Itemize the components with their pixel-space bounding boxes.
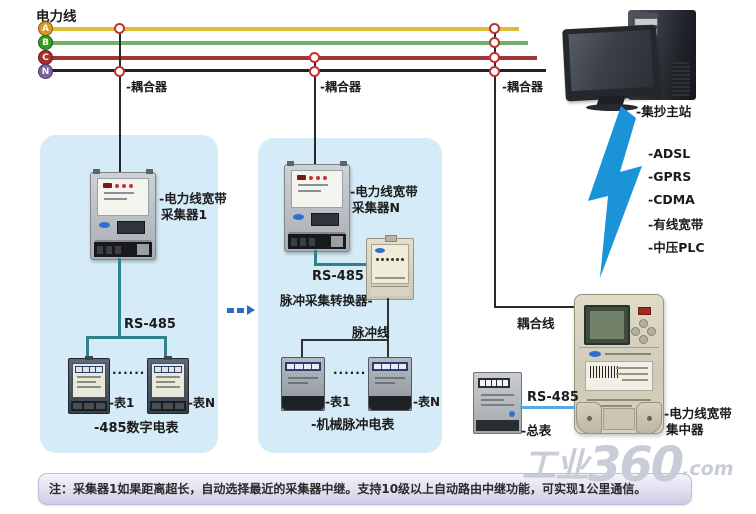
uplink-adsl: -ADSL — [648, 146, 691, 161]
phase-badge-a: A — [38, 21, 53, 36]
collectorN-name-line1: -电力线宽带 — [350, 184, 418, 199]
coupler-ring — [114, 23, 125, 34]
total-meter-device — [473, 372, 522, 434]
coupler2-label: -耦合器 — [320, 80, 361, 94]
middle-panel-caption: -机械脉冲电表 — [311, 418, 395, 433]
coupler1-drop-line — [119, 29, 121, 172]
plc-collector-n-device — [284, 161, 350, 252]
phase-line-b — [50, 41, 528, 45]
lcd-display — [584, 305, 630, 345]
brand-logo-oval — [589, 351, 601, 357]
phase-badge-c: C — [38, 50, 53, 65]
phase-line-a — [50, 27, 519, 31]
lightning-bolt-icon — [588, 106, 642, 278]
phase-badge-b: B — [38, 35, 53, 50]
note-bar: 注：采集器1如果距离超长，自动选择最近的采集器中继。支持10级以上自动路由中继功… — [38, 473, 692, 505]
concentrator-device — [574, 294, 664, 434]
monitor — [562, 24, 660, 102]
concentrator-label-line2: 集中器 — [666, 422, 704, 437]
total-meter-label: -总表 — [521, 423, 552, 438]
coupler-ring — [309, 66, 320, 77]
ellipsis-mid: ...... — [333, 363, 367, 377]
red-button — [638, 307, 651, 315]
rs485-split-line — [86, 336, 167, 339]
coupler-ring — [489, 37, 500, 48]
meter1-label-mid: -表1 — [325, 395, 351, 409]
coupler-ring — [309, 52, 320, 63]
pulse-line-label: 脉冲线 — [352, 325, 390, 340]
coupler1-label: -耦合器 — [126, 80, 167, 94]
arrow-head-icon — [247, 305, 255, 315]
rs485-bus-line — [118, 258, 121, 338]
watermark: 工业360.com — [522, 437, 734, 493]
coupling-line-label: 耦合线 — [517, 316, 555, 331]
pulse-meter-1 — [281, 357, 325, 411]
phase-line-c — [50, 56, 537, 60]
uplink-mv-plc: -中压PLC — [648, 240, 705, 255]
coupler3-drop-line — [494, 29, 496, 308]
uplink-wired-broadband: -有线宽带 — [648, 217, 704, 232]
coupler-ring — [489, 52, 500, 63]
pulse-line — [387, 298, 389, 340]
coupler-ring — [114, 66, 125, 77]
meterN-label-mid: -表N — [413, 395, 441, 409]
brand-logo-oval — [375, 248, 385, 253]
meterN-label-left: -表N — [188, 396, 216, 410]
pulse-converter-device — [366, 235, 414, 300]
barcode — [590, 366, 620, 378]
left-panel-caption: -485数字电表 — [94, 421, 179, 436]
rs485-link-line — [520, 406, 575, 409]
meter1-label-left: -表1 — [109, 396, 135, 410]
rs485-bus-label-mid: RS-485 — [312, 269, 364, 284]
digital-meter-n — [147, 356, 189, 414]
collector1-name-line1: -电力线宽带 — [159, 191, 227, 206]
lcd-display — [311, 213, 339, 226]
phase-line-n — [50, 69, 546, 72]
digital-meter-1 — [68, 356, 110, 414]
coupling-line-horizontal — [494, 306, 576, 308]
concentrator-label-line1: -电力线宽带 — [664, 406, 732, 421]
coupler-ring — [489, 23, 500, 34]
coupler3-label: -耦合器 — [502, 80, 543, 94]
brand-logo-oval — [99, 222, 110, 228]
ellipsis-left: ...... — [112, 363, 146, 377]
rs485-bus-label-left: RS-485 — [124, 317, 176, 332]
brand-logo-oval — [293, 214, 304, 220]
lcd-display — [117, 221, 145, 234]
master-station-label: -集抄主站 — [636, 104, 692, 119]
uplink-gprs: -GPRS — [648, 169, 692, 184]
phase-badge-n: N — [38, 64, 53, 79]
note-text: 注：采集器1如果距离超长，自动选择最近的采集器中继。支持10级以上自动路由中继功… — [49, 482, 647, 496]
keypad — [631, 319, 656, 344]
monitor-screen — [568, 29, 654, 92]
rs485-link-label: RS-485 — [527, 390, 579, 405]
side-vent — [672, 62, 690, 96]
nameplate — [585, 361, 653, 391]
pulse-converter-label: 脉冲采集转换器- — [280, 293, 373, 308]
uplink-cdma: -CDMA — [648, 192, 695, 207]
plc-collector-1-device — [90, 169, 156, 260]
coupler2-drop-line — [314, 58, 316, 165]
register-display — [478, 378, 510, 388]
coupler-ring — [489, 66, 500, 77]
pulse-meter-n — [368, 357, 412, 411]
rs485-bus-line-mid — [314, 250, 317, 266]
collector1-name-line2: 采集器1 — [161, 207, 208, 222]
collectorN-name-line2: 采集器N — [352, 200, 400, 215]
